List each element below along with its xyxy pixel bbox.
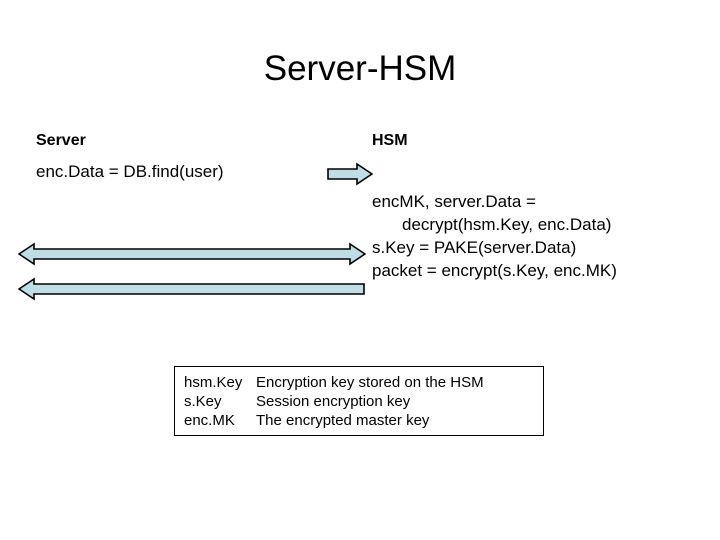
column-header-server: Server	[36, 132, 86, 149]
hsm-step-line: s.Key = PAKE(server.Data)	[372, 238, 577, 257]
hsm-step-line: decrypt(hsm.Key, enc.Data)	[402, 215, 612, 234]
legend-row: hsm.Key Encryption key stored on the HSM	[184, 373, 543, 392]
legend-description: The encrypted master key	[256, 412, 430, 429]
server-to-hsm-arrow	[327, 162, 373, 186]
arrow-shape	[18, 277, 365, 301]
server-step-line: enc.Data = DB.find(user)	[36, 162, 224, 181]
arrow-shape	[327, 162, 373, 186]
legend-row: enc.MK The encrypted master key	[184, 411, 543, 430]
hsm-to-server-double-arrow	[18, 241, 366, 267]
legend-term: s.Key	[184, 393, 222, 410]
page-title: Server-HSM	[263, 49, 457, 88]
hsm-step-line: packet = encrypt(s.Key, enc.MK)	[372, 261, 617, 280]
legend-row: s.Key Session encryption key	[184, 392, 543, 411]
arrow-shape	[18, 242, 366, 266]
hsm-step-line: encMK, server.Data =	[372, 192, 536, 211]
hsm-steps-block: encMK, server.Data = decrypt(hsm.Key, en…	[372, 190, 702, 282]
legend-description: Session encryption key	[256, 393, 411, 410]
legend-term: enc.MK	[184, 412, 235, 429]
legend-box: hsm.Key Encryption key stored on the HSM…	[174, 366, 544, 436]
legend-term: hsm.Key	[184, 374, 243, 391]
hsm-to-server-arrow	[18, 276, 366, 302]
column-header-hsm: HSM	[372, 132, 408, 149]
legend-description: Encryption key stored on the HSM	[256, 374, 484, 391]
